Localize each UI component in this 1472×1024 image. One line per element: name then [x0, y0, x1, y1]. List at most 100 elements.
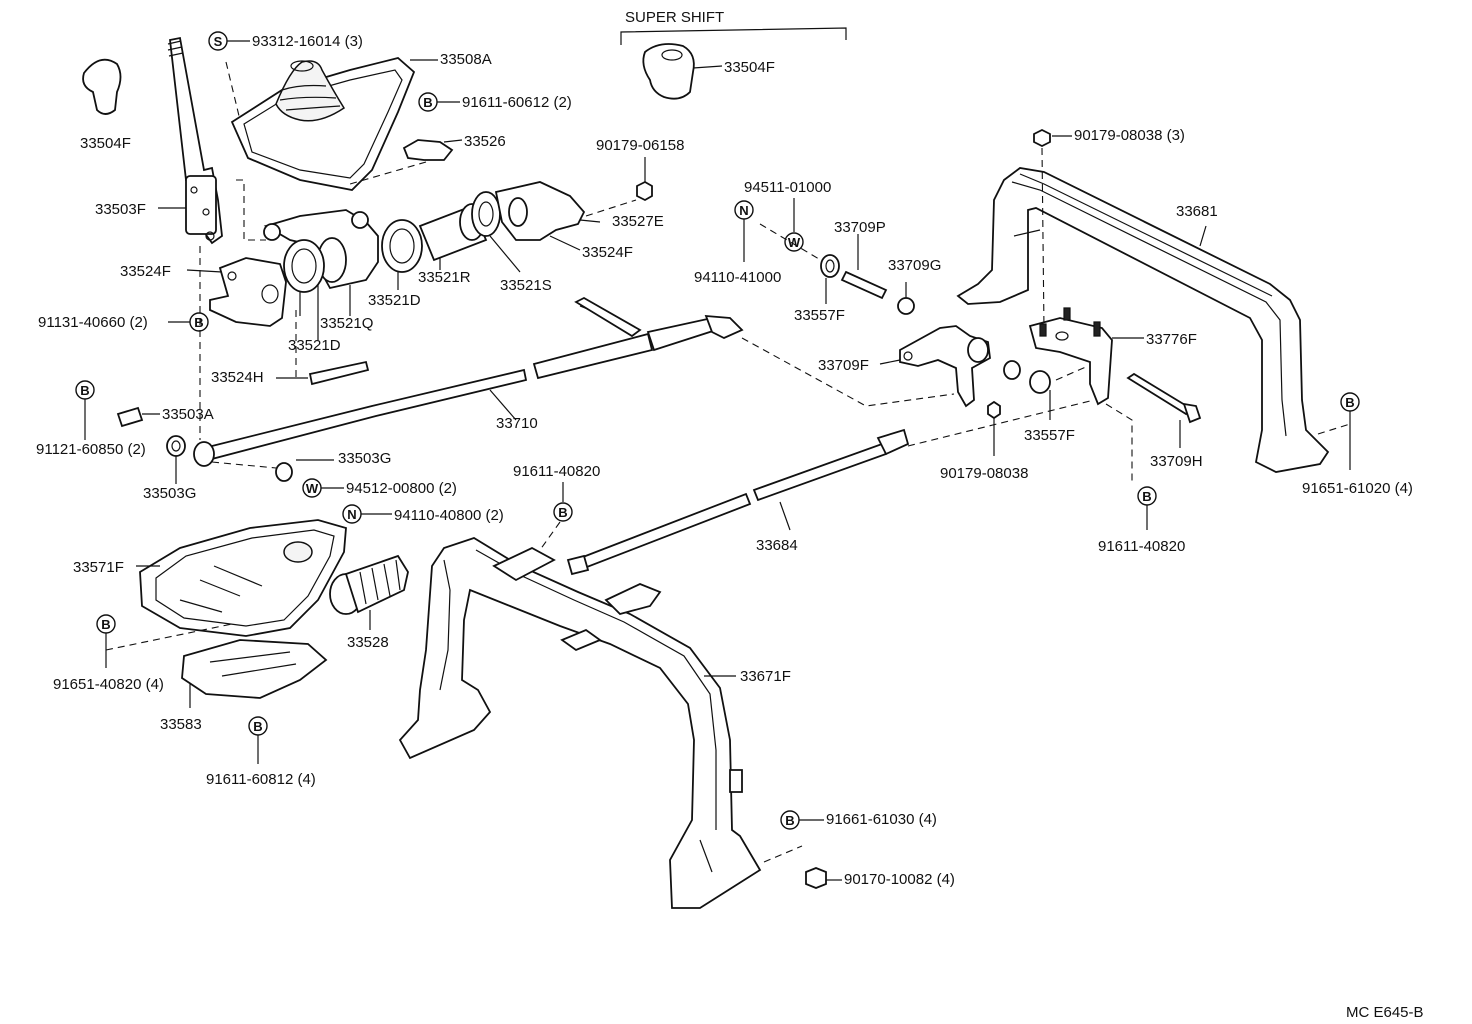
- retainer-plate-group: 33526: [349, 133, 506, 185]
- label-33557F-right: 33557F: [1024, 427, 1075, 444]
- label-91661-61030: 91661-61030 (4): [826, 811, 937, 828]
- label-91611-60812: 91611-60812 (4): [206, 771, 316, 788]
- label-33681: 33681: [1176, 203, 1218, 220]
- label-91611-60612-group: B 91611-60612 (2): [418, 92, 572, 112]
- label-33671F: 33671F: [740, 668, 791, 685]
- label-90170-group: 90170-10082 (4): [805, 867, 955, 889]
- label-33710: 33710: [496, 415, 538, 432]
- super-shift-title: SUPER SHIFT: [625, 9, 724, 26]
- label-91651-61020: 91651-61020 (4): [1302, 480, 1413, 497]
- label-33709G: 33709G: [888, 257, 941, 274]
- label-33524F-left: 33524F: [120, 263, 171, 280]
- label-91611-40820-mid: 91611-40820: [513, 463, 600, 480]
- shift-knob-group: 33504F: [80, 58, 131, 152]
- b-symbol: B: [194, 315, 203, 330]
- bolt-33709H-part: [1126, 372, 1192, 416]
- label-33521S: 33521S: [500, 277, 552, 294]
- label-91651-40820-group: B 91651-40820 (4): [53, 614, 233, 693]
- s-symbol: S: [214, 34, 223, 49]
- retainer-plate-part: [402, 139, 454, 161]
- label-91651-61020-group: B 91651-61020 (4): [1302, 392, 1413, 497]
- label-33521D-top: 33521D: [368, 292, 421, 309]
- b-symbol: B: [558, 505, 567, 520]
- label-91611-60812-group: B 91611-60812 (4): [206, 716, 316, 788]
- washer-pin-group: 33557F 33709P 33709G: [794, 219, 941, 324]
- super-shift-group: SUPER SHIFT 33504F: [620, 9, 847, 100]
- label-33504F-super: 33504F: [724, 59, 775, 76]
- shift-lever-group: 33503F: [95, 36, 223, 245]
- label-91121-60850: 91121-60850 (2): [36, 441, 146, 458]
- b-symbol: B: [1345, 395, 1354, 410]
- floor-plate-group: 33583: [160, 639, 328, 733]
- pin-33524H-part: [308, 360, 370, 386]
- label-91611-40820-right-group: B 91611-40820: [1098, 403, 1185, 555]
- label-33521D-bottom: 33521D: [288, 337, 341, 354]
- shift-boot-part: [230, 57, 416, 191]
- rear-frame-part: [398, 537, 762, 909]
- bracket-33776F-part: [1028, 317, 1113, 406]
- label-33583: 33583: [160, 716, 202, 733]
- label-33503F: 33503F: [95, 201, 146, 218]
- rear-frame-group: 33671F: [398, 537, 791, 909]
- floor-cover-group: 33571F: [73, 519, 347, 637]
- label-91131-40660: 91131-40660 (2): [38, 314, 148, 331]
- b-symbol: B: [253, 719, 262, 734]
- label-33571F: 33571F: [73, 559, 124, 576]
- rod-33684-group: 33684: [566, 399, 1095, 576]
- label-90179-08038-top-group: 90179-08038 (3): [1033, 127, 1185, 331]
- bracket-right-group: 33524F 33527E: [494, 181, 664, 261]
- diagram-code: MC E645-B: [1346, 1004, 1424, 1021]
- rod-33684-part: [568, 492, 752, 574]
- washer-33557F-right-group: 33557F: [1003, 360, 1089, 444]
- b-symbol: B: [423, 95, 432, 110]
- lever-33709F-part: [899, 325, 991, 408]
- label-94511-01000: 94511-01000: [744, 179, 831, 196]
- label-33527E: 33527E: [612, 213, 664, 230]
- label-33521R: 33521R: [418, 269, 471, 286]
- b-symbol: B: [785, 813, 794, 828]
- label-33524F-right: 33524F: [582, 244, 633, 261]
- label-91651-40820: 91651-40820 (4): [53, 676, 164, 693]
- n-symbol: N: [347, 507, 356, 522]
- label-91121-group: B 91121-60850 (2): [36, 380, 146, 458]
- label-33524H: 33524H: [211, 369, 264, 386]
- pin-33503A-group: 33503A: [116, 406, 214, 428]
- label-91661-group: B 91661-61030 (4): [763, 810, 937, 863]
- nut-06158-group: 90179-06158: [596, 137, 684, 202]
- label-33503G-left: 33503G: [143, 485, 196, 502]
- pin-33524H-group: 33524H: [211, 360, 370, 386]
- label-90179-08038-top: 90179-08038 (3): [1074, 127, 1185, 144]
- label-90170-10082: 90170-10082 (4): [844, 871, 955, 888]
- label-33709P: 33709P: [834, 219, 886, 236]
- b-symbol: B: [101, 617, 110, 632]
- floor-plate-part: [181, 639, 328, 699]
- boot-33528-group: 33528: [329, 554, 409, 651]
- seat-group: 33521S: [471, 191, 552, 294]
- bracket-left-group: 33524F: [120, 257, 287, 327]
- label-33709F: 33709F: [818, 357, 869, 374]
- bracket-left-part: [209, 257, 287, 327]
- label-33684: 33684: [756, 537, 798, 554]
- label-94512-group: W 94512-00800 (2): [302, 478, 457, 498]
- label-94110-40800-group: N 94110-40800 (2): [342, 504, 504, 524]
- label-90179-08038-mid-group: 90179-08038: [940, 400, 1028, 482]
- label-94110-40800: 94110-40800 (2): [394, 507, 504, 524]
- label-94110-41000: 94110-41000: [694, 269, 781, 286]
- n-symbol: N: [739, 203, 748, 218]
- w-symbol: W: [306, 481, 319, 496]
- label-33508A: 33508A: [440, 51, 492, 68]
- label-91611-40820-mid-group: 91611-40820 B: [513, 463, 600, 551]
- lever-33709F-group: 33709F: [741, 325, 991, 408]
- bracket-33776F-group: 33776F: [1028, 307, 1197, 406]
- shift-boot-group: 33508A: [230, 51, 492, 191]
- label-93312-16014: 93312-16014 (3): [252, 33, 363, 50]
- label-33776F: 33776F: [1146, 331, 1197, 348]
- label-33503G-right: 33503G: [338, 450, 391, 467]
- upper-frame-part: [956, 167, 1330, 473]
- w-symbol: W: [788, 235, 801, 250]
- label-90179-06158: 90179-06158: [596, 137, 684, 154]
- label-33526: 33526: [464, 133, 506, 150]
- label-33557F-top: 33557F: [794, 307, 845, 324]
- boot-33528-part: [344, 554, 409, 614]
